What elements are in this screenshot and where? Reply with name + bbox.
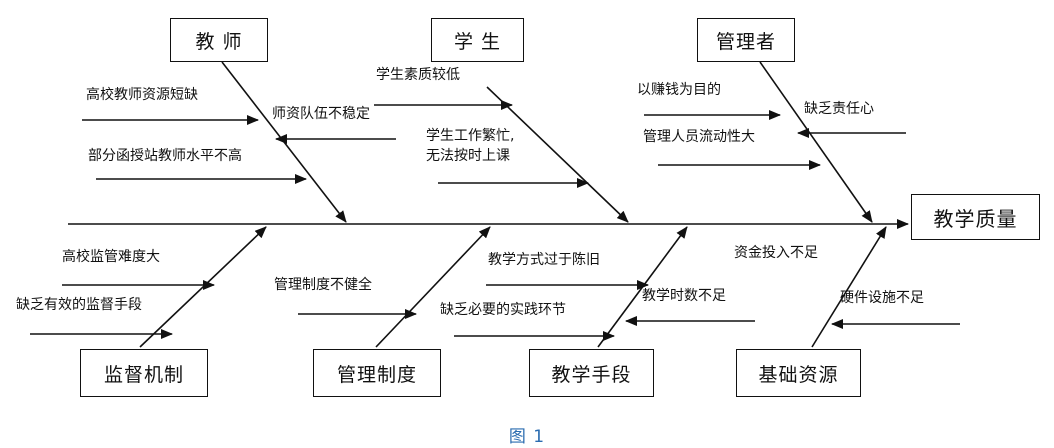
cause-label-v1: 高校监管难度大 xyxy=(62,249,160,265)
category-box-student: 学 生 xyxy=(431,18,524,62)
cause-label-t1: 高校教师资源短缺 xyxy=(86,87,198,103)
cause-label-m1: 以赚钱为目的 xyxy=(637,82,721,98)
cause-label-s2b: 无法按时上课 xyxy=(426,148,510,164)
bone-manager xyxy=(759,61,873,223)
cause-label-m3: 管理人员流动性大 xyxy=(643,129,755,145)
cause-label-r2: 硬件设施不足 xyxy=(840,290,924,306)
category-box-supervision: 监督机制 xyxy=(80,349,208,397)
bone-basic-resources xyxy=(811,226,887,348)
cause-label-t2: 师资队伍不稳定 xyxy=(272,106,370,122)
category-box-management-system: 管理制度 xyxy=(313,349,441,397)
cause-label-v2: 缺乏有效的监督手段 xyxy=(16,297,142,313)
effect-box: 教学质量 xyxy=(911,194,1040,240)
category-box-teaching-means: 教学手段 xyxy=(529,349,654,397)
category-box-manager: 管理者 xyxy=(697,18,795,62)
category-box-basic-resources: 基础资源 xyxy=(736,349,861,397)
cause-label-h2: 教学时数不足 xyxy=(642,288,726,304)
bone-supervision xyxy=(139,226,267,348)
cause-label-s2a: 学生工作繁忙, xyxy=(426,128,515,144)
cause-label-g1: 管理制度不健全 xyxy=(274,277,372,293)
cause-label-s1: 学生素质较低 xyxy=(376,67,460,83)
figure-caption: 图 1 xyxy=(508,427,546,447)
cause-label-r1: 资金投入不足 xyxy=(734,245,818,261)
cause-label-h3: 缺乏必要的实践环节 xyxy=(440,302,566,318)
bone-management-system xyxy=(375,226,491,348)
cause-label-m2: 缺乏责任心 xyxy=(804,101,874,117)
cause-label-t3: 部分函授站教师水平不高 xyxy=(88,148,242,164)
bone-teacher xyxy=(221,61,347,223)
category-box-teacher: 教 师 xyxy=(170,18,268,62)
cause-label-h1: 教学方式过于陈旧 xyxy=(488,252,600,268)
